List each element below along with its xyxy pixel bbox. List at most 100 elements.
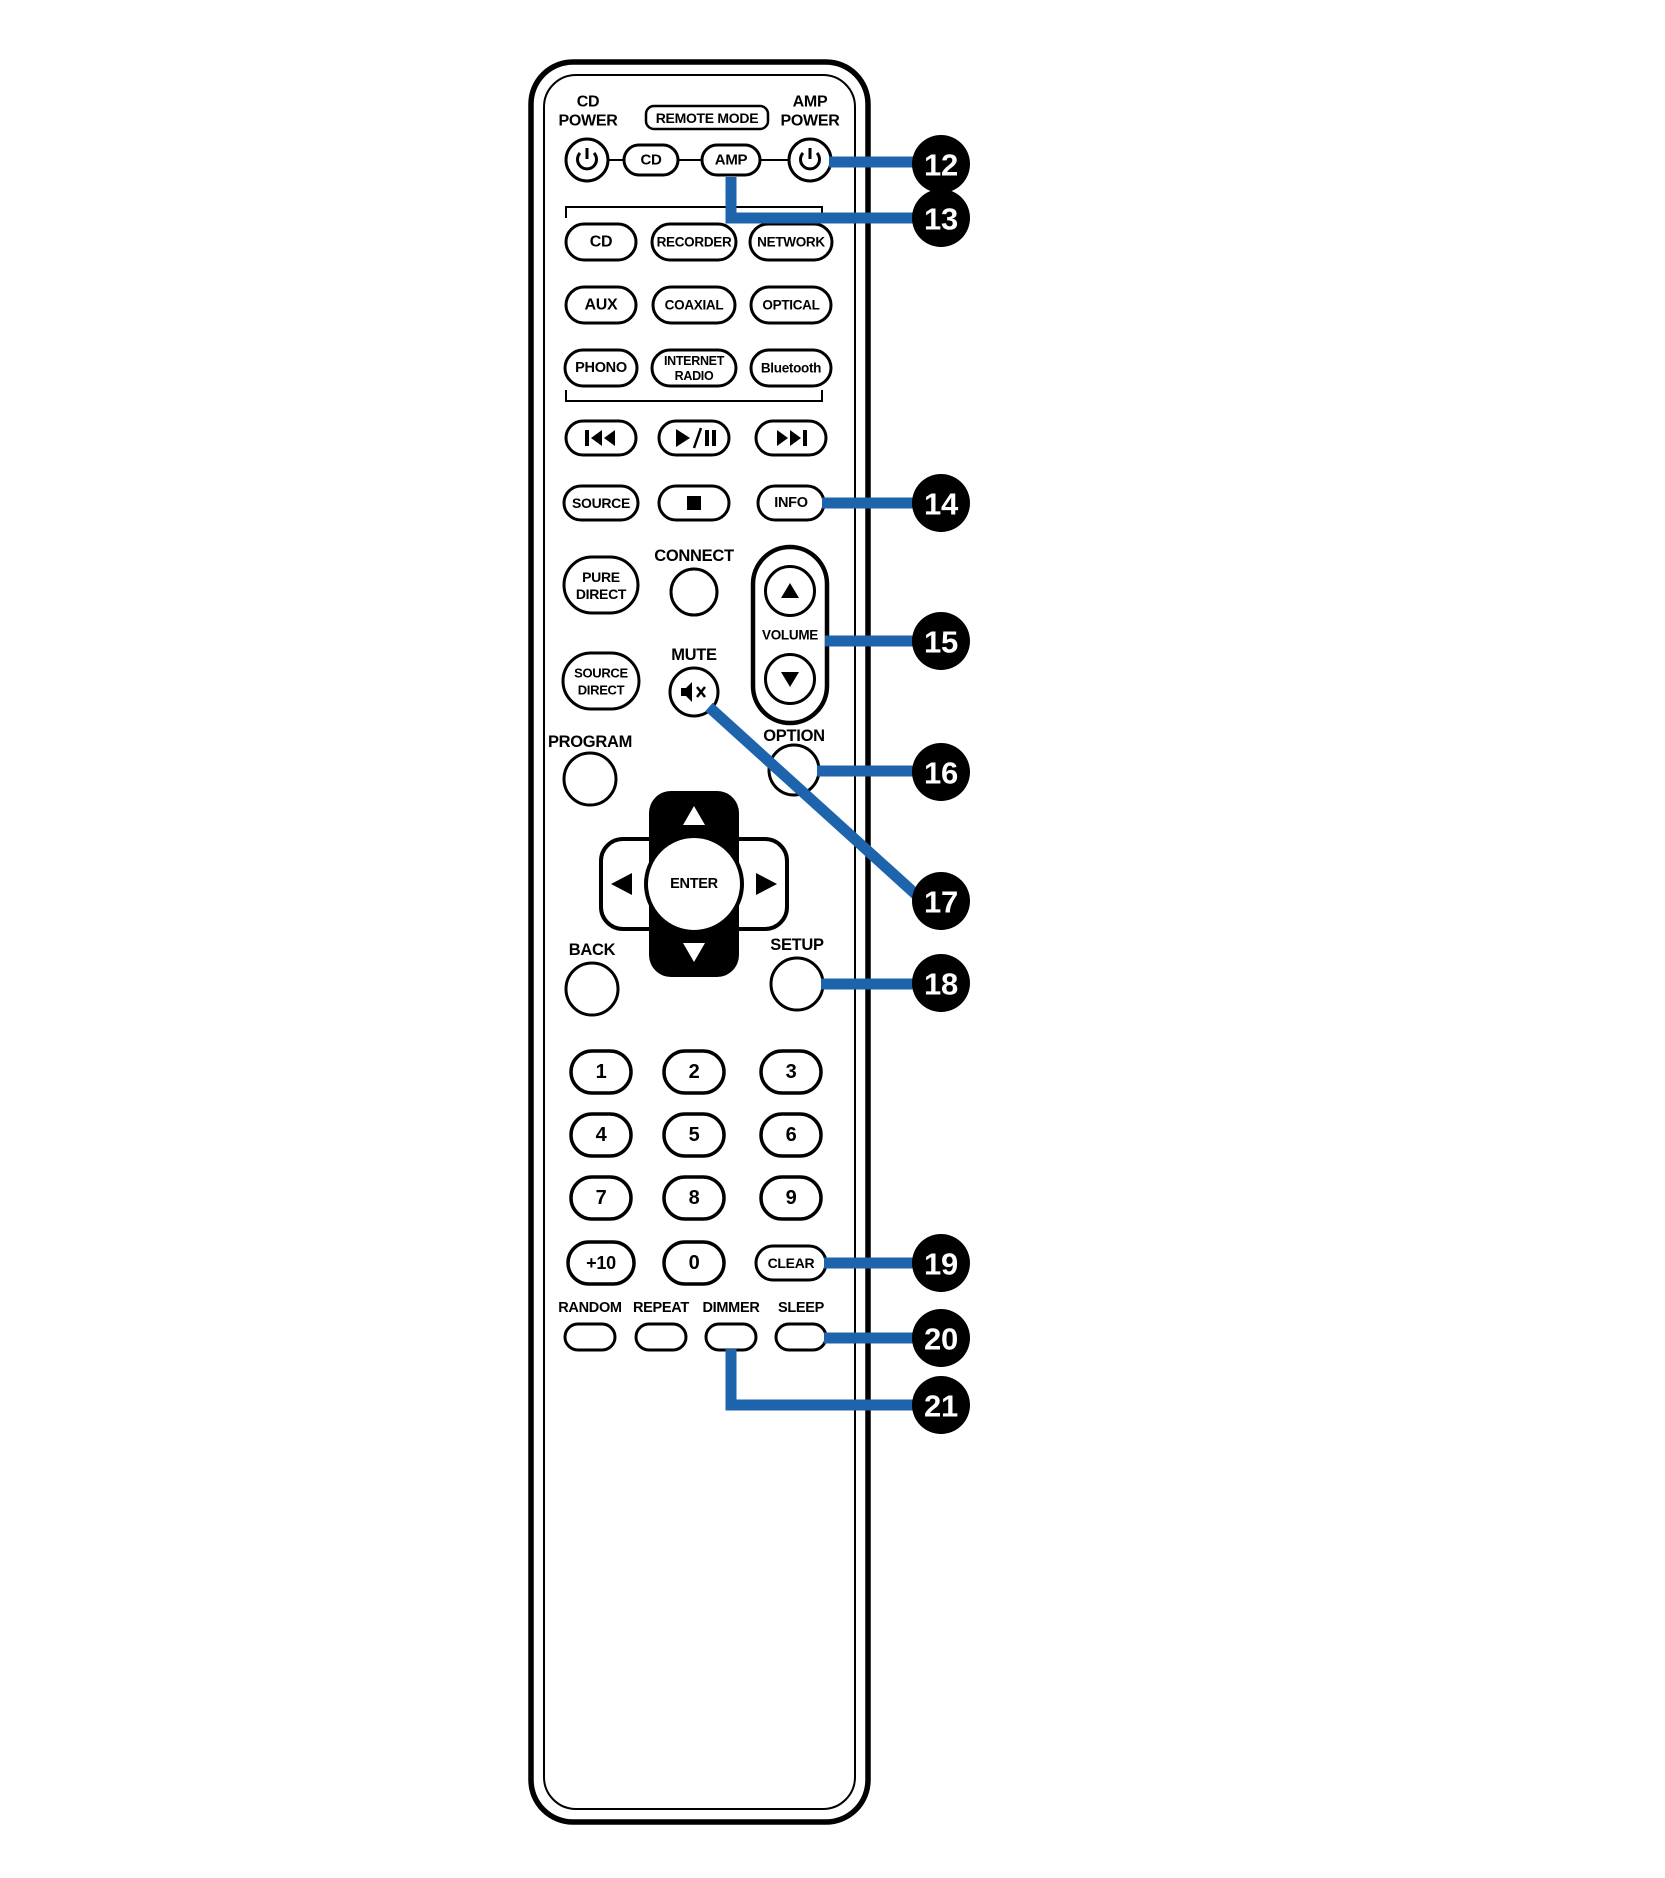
stop-icon	[687, 496, 701, 510]
source-aux-label: AUX	[585, 297, 619, 314]
remote-mode-label: REMOTE MODE	[656, 110, 758, 126]
skip-forward-button	[754, 419, 828, 457]
cursor-pad: ENTER	[599, 791, 789, 977]
source-direct-label-2: DIRECT	[578, 683, 625, 698]
volume-control: VOLUME	[750, 544, 830, 726]
connect-label: CONNECT	[654, 547, 734, 565]
source-internet-radio-label-2: RADIO	[675, 369, 714, 383]
clear-button: CLEAR	[754, 1244, 828, 1282]
stop-button	[657, 484, 731, 522]
source-internet-radio-label: INTERNET	[664, 354, 725, 368]
source-phono-label: PHONO	[575, 360, 627, 376]
number-pad: 1 2 3 4 5 6 7 8	[566, 1049, 828, 1286]
num-0-label: 0	[689, 1252, 700, 1274]
callout-19: 19	[912, 1234, 970, 1292]
num-2-label: 2	[689, 1061, 700, 1083]
play-pause-button	[657, 419, 731, 457]
callout-19-number: 19	[924, 1247, 958, 1282]
callout-lines	[705, 156, 926, 1411]
option-label: OPTION	[763, 727, 824, 745]
num-7-label: 7	[596, 1187, 607, 1209]
num-9-button: 9	[759, 1175, 823, 1221]
volume-outline	[750, 544, 830, 726]
num-8-label: 8	[689, 1187, 700, 1209]
cursor-up-icon	[683, 806, 705, 825]
info-button: INFO	[756, 484, 826, 522]
callout-12-number: 12	[924, 148, 958, 183]
num-9-label: 9	[786, 1187, 797, 1209]
volume-up-icon	[781, 583, 799, 598]
enter-label: ENTER	[670, 876, 718, 892]
dimmer-button	[704, 1322, 758, 1352]
source-optical-button: OPTICAL	[749, 285, 833, 325]
remote-mode-box	[644, 104, 770, 131]
callout-20: 20	[912, 1309, 970, 1367]
num-2-button: 2	[662, 1049, 726, 1095]
enter-button: ENTER	[644, 834, 744, 934]
repeat-button	[634, 1322, 688, 1352]
cursor-right-icon	[756, 873, 777, 895]
setup-button	[769, 956, 825, 1012]
volume-up-button	[764, 565, 816, 617]
callout-line-17	[705, 702, 926, 905]
amp-mode-label: AMP	[715, 152, 748, 169]
power-section: CD POWER REMOTE MODE AMP POWER CD AMP	[559, 94, 841, 183]
source-cd-button: CD	[564, 222, 638, 262]
callout-18: 18	[912, 954, 970, 1012]
play-pause-icon	[676, 427, 716, 449]
mute-label: MUTE	[671, 646, 717, 664]
callout-13: 13	[912, 189, 970, 247]
mute-button	[668, 666, 720, 718]
source-recorder-label: RECORDER	[657, 235, 732, 250]
callout-14-number: 14	[924, 487, 959, 522]
callout-16-number: 16	[924, 756, 958, 791]
back-label: BACK	[569, 941, 616, 959]
skip-back-icon	[585, 430, 615, 446]
source-aux-button: AUX	[564, 285, 638, 325]
clear-label: CLEAR	[768, 1255, 815, 1271]
num-6-button: 6	[759, 1112, 823, 1158]
source-recorder-button: RECORDER	[650, 222, 738, 262]
program-label: PROGRAM	[548, 733, 632, 751]
source-network-label: NETWORK	[757, 235, 825, 250]
amp-power-label-2: POWER	[781, 113, 841, 130]
info-label: INFO	[774, 495, 807, 511]
callout-20-number: 20	[924, 1322, 958, 1357]
source-buttons: CD RECORDER NETWORK AUX COAXIAL OPTICAL …	[563, 222, 834, 388]
playback-row: SOURCE INFO	[562, 484, 826, 522]
plus10-label: +10	[586, 1253, 616, 1273]
callout-line-13	[725, 177, 925, 224]
power-icon	[799, 148, 821, 171]
transport-buttons	[564, 419, 828, 457]
num-8-button: 8	[662, 1175, 726, 1221]
callout-12: 12	[912, 135, 970, 193]
callout-15-number: 15	[924, 625, 958, 660]
connect-button	[669, 567, 719, 617]
power-icon	[576, 148, 598, 171]
cd-power-label: CD	[577, 94, 600, 111]
random-label: RANDOM	[558, 1300, 622, 1316]
source-coaxial-button: COAXIAL	[651, 285, 737, 325]
num-3-button: 3	[759, 1049, 823, 1095]
source-cd-label: CD	[590, 234, 613, 251]
num-5-label: 5	[689, 1124, 700, 1146]
skip-forward-icon	[777, 430, 807, 446]
amp-power-label: AMP	[793, 94, 828, 111]
dimmer-label: DIMMER	[702, 1300, 760, 1316]
pure-direct-button: PURE DIRECT	[562, 555, 640, 615]
volume-down-button	[764, 653, 816, 705]
cd-power-button	[564, 137, 610, 183]
sleep-button	[774, 1322, 828, 1352]
remote-outer-outline	[528, 59, 871, 1825]
cd-mode-button: CD	[622, 143, 680, 177]
num-1-label: 1	[596, 1061, 607, 1083]
num-7-button: 7	[569, 1175, 633, 1221]
random-button	[563, 1322, 617, 1352]
center-section: CONNECT PURE DIRECT VOLUME SOURCE DIRECT…	[548, 544, 830, 807]
callout-21-number: 21	[924, 1389, 958, 1424]
num-5-button: 5	[662, 1112, 726, 1158]
num-3-label: 3	[786, 1061, 797, 1083]
num-0-button: 0	[662, 1240, 726, 1286]
